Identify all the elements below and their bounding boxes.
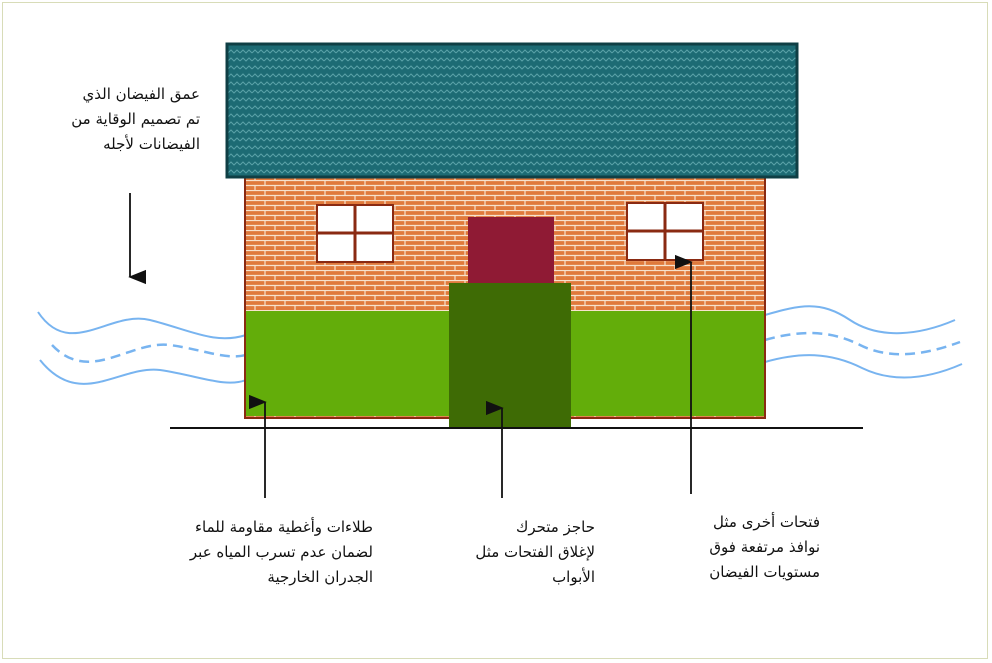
- window-right-raised: [626, 202, 704, 261]
- roof: [225, 42, 799, 179]
- water-wave-upper: [37, 311, 247, 340]
- water-wave-lower: [39, 359, 247, 385]
- demountable-barrier: [449, 283, 571, 428]
- door: [468, 217, 554, 287]
- water-wave-dashed: [51, 343, 247, 363]
- label-demountable-barrier: حاجز متحرك لإغلاق الفتحات مثل الأبواب: [475, 518, 595, 586]
- label-raised-openings: فتحات أخرى مثل نوافذ مرتفعة فوق مستويات …: [709, 513, 820, 581]
- water-wave-lower-right: [764, 354, 963, 379]
- label-waterproof-coatings: طلاءات وأغطية مقاومة للماء لضمان عدم تسر…: [189, 518, 373, 586]
- label-flood-depth: عمق الفيضان الذي تم تصميم الوقاية من الف…: [71, 85, 200, 153]
- flood-water: [37, 305, 963, 385]
- water-wave-dashed-right: [764, 331, 961, 356]
- window-left: [316, 204, 394, 263]
- water-wave-upper-right: [764, 305, 956, 335]
